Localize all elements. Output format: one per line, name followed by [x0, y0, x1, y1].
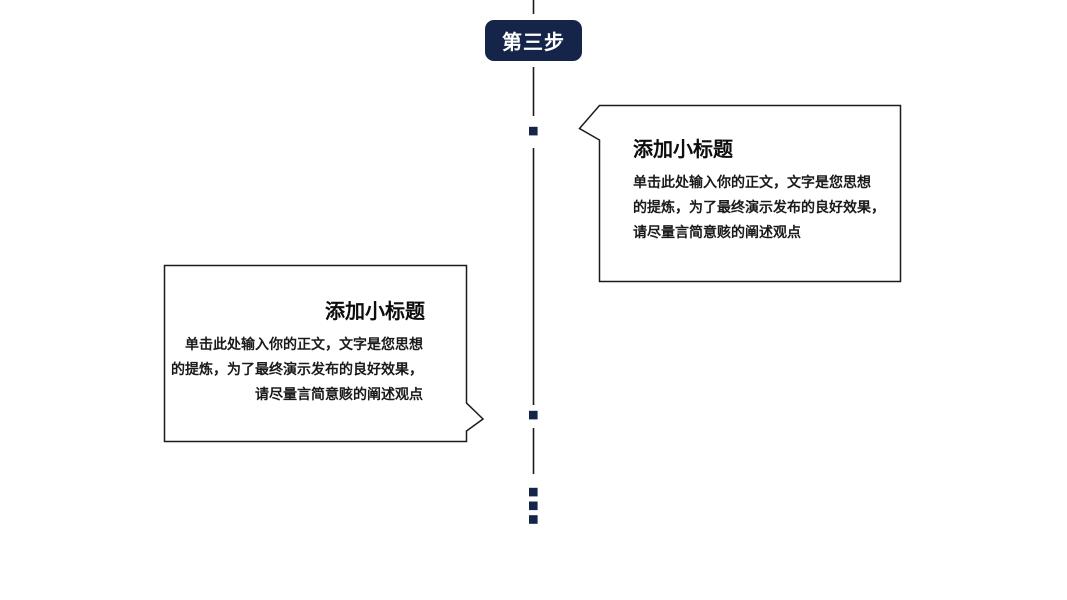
callout-right-title: 添加小标题	[633, 139, 733, 161]
callout-right-body: 单击此处输入你的正文，文字是您思想 的提炼，为了最终演示发布的良好效果， 请尽量…	[633, 170, 885, 245]
callout-left-body-line: 单击此处输入你的正文，文字是您思想	[185, 336, 423, 352]
step-badge-label: 第三步	[502, 32, 565, 54]
callout-right-body-line: 单击此处输入你的正文，文字是您思想	[633, 174, 871, 190]
callout-left-body-line: 的提炼，为了最终演示发布的良好效果，	[171, 361, 423, 377]
callout-bubble-right	[578, 104, 902, 283]
callout-right-body-line: 请尽量言简意赅的阐述观点	[633, 224, 801, 240]
timeline-dot	[529, 410, 538, 420]
callout-left-body-line: 请尽量言简意赅的阐述观点	[255, 386, 423, 402]
callout-left-body: 单击此处输入你的正文，文字是您思想 的提炼，为了最终演示发布的良好效果， 请尽量…	[163, 332, 423, 407]
timeline-dot	[529, 515, 538, 524]
callout-left-title: 添加小标题	[325, 301, 425, 323]
timeline-dot	[529, 126, 538, 136]
timeline-dot	[529, 501, 538, 511]
callout-right-body-line: 的提炼，为了最终演示发布的良好效果，	[633, 199, 885, 215]
timeline-dots	[529, 126, 538, 524]
timeline-dot	[529, 487, 538, 497]
callout-bubble-left	[163, 264, 485, 443]
step-badge: 第三步	[485, 20, 582, 61]
